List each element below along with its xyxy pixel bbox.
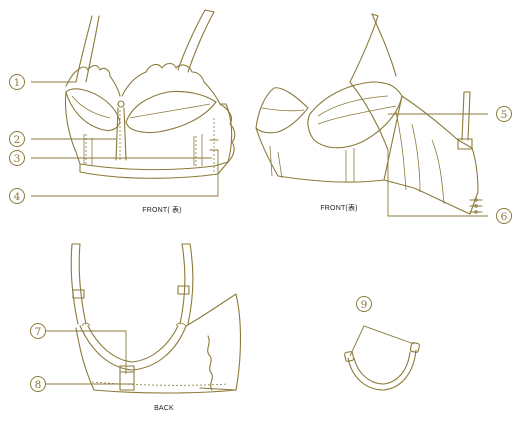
callout-6-label: 6: [501, 211, 508, 223]
wing-right: [383, 95, 479, 215]
band-right: [255, 95, 403, 183]
front-view-left: [64, 9, 236, 179]
lace-trim-left: [65, 64, 121, 97]
cup-left-profile: [255, 87, 309, 134]
strap-front: [349, 15, 379, 83]
back-wing: [185, 293, 242, 391]
cup-right-profile: [307, 81, 403, 149]
callout-9: 9: [356, 296, 372, 312]
front-band: [64, 91, 233, 171]
back-view: [70, 243, 242, 394]
callout-9-label: 9: [361, 299, 368, 311]
side-strap: [461, 91, 471, 141]
underwire-outer: [347, 349, 417, 391]
callout-1-label: 1: [14, 77, 21, 89]
caption-front-right: FRONT(表): [320, 203, 357, 212]
callout-8: 8: [30, 376, 46, 392]
right-cup: [125, 90, 217, 134]
strap-buckle: [457, 138, 473, 150]
callout-4-label: 4: [14, 191, 21, 203]
callout-3: 3: [9, 150, 25, 166]
back-band: [75, 327, 237, 394]
strap-back: [371, 13, 397, 77]
back-center-panel: [119, 365, 135, 391]
lace-trim-right: [121, 62, 221, 105]
caption-back: BACK: [154, 405, 174, 412]
callout-5-label: 5: [501, 109, 508, 121]
callout-2: 2: [9, 131, 25, 147]
caption-front-left: FRONT( 表): [142, 205, 182, 214]
back-strap-right: [179, 243, 194, 325]
back-inner-cups: [79, 325, 187, 371]
front-view-right: [255, 13, 483, 215]
wire-tip-right: [409, 342, 420, 353]
callout-2-label: 2: [14, 134, 21, 146]
callout-4: 4: [9, 188, 25, 204]
callout-7-label: 7: [35, 326, 42, 338]
left-strap: [75, 15, 100, 83]
callout-3-label: 3: [14, 153, 21, 165]
callout-6: 6: [496, 208, 512, 224]
underwire-detail: [344, 342, 420, 391]
callout-8-label: 8: [35, 379, 42, 391]
strap-adjuster-right: [177, 285, 190, 295]
center-bow: [117, 100, 125, 108]
callout-5: 5: [496, 106, 512, 122]
callout-1: 1: [9, 74, 25, 90]
right-strap: [177, 9, 215, 73]
leader-lines: [31, 81, 488, 385]
callout-7: 7: [30, 323, 46, 339]
left-cup: [65, 88, 121, 132]
strap-adjuster-left: [72, 289, 85, 299]
back-strap-left: [70, 243, 87, 325]
wire-tip-left: [344, 351, 355, 362]
